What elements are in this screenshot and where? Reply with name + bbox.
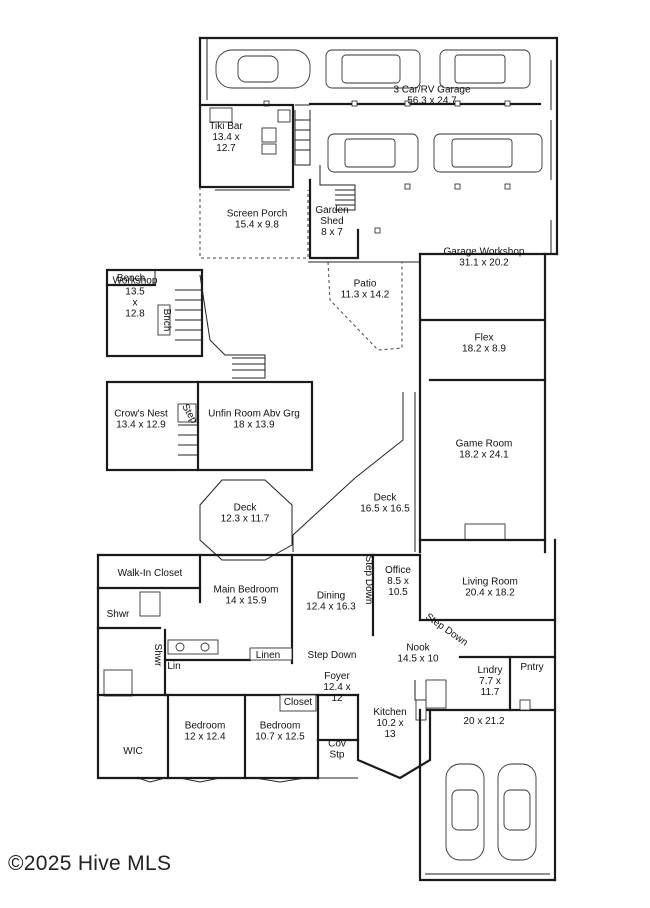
room-label-bench2: Bnch xyxy=(161,309,172,332)
room-label-garage2: 20 x 21.2 xyxy=(463,716,505,727)
car-icon xyxy=(215,49,543,173)
watermark-text: ©2025 Hive MLS xyxy=(8,852,172,875)
workshop-walls xyxy=(105,268,204,358)
room-label-bench: Bench xyxy=(117,273,145,284)
room-label-lin1: Lin xyxy=(167,661,180,672)
main-house-walls xyxy=(96,538,557,882)
room-label-wic: WIC xyxy=(123,746,142,757)
room-label-shwr1: Shwr xyxy=(107,609,130,620)
garage-posts xyxy=(263,100,511,234)
crows-nest-walls xyxy=(105,380,314,472)
room-label-pntry: Pntry xyxy=(520,662,543,673)
room-label-closet: Closet xyxy=(284,697,313,708)
car-icon xyxy=(445,763,537,861)
deck-walls xyxy=(199,392,416,561)
tiki-porch-walls xyxy=(198,103,360,260)
lower-garage-walls xyxy=(418,699,557,882)
workshop-flex-game-walls xyxy=(418,252,547,554)
room-label-stepdown3: Step Down xyxy=(423,611,469,648)
room-label-walkin: Walk-In Closet xyxy=(118,568,183,579)
room-label-stepdown2: Step Down xyxy=(363,556,374,605)
patio-walls xyxy=(199,261,420,379)
garage-walls xyxy=(198,36,559,256)
room-label-shwr2: Shwr xyxy=(152,644,163,667)
room-label-linen: Linen xyxy=(256,650,280,661)
room-label-stepdown1: Step Down xyxy=(308,650,357,661)
